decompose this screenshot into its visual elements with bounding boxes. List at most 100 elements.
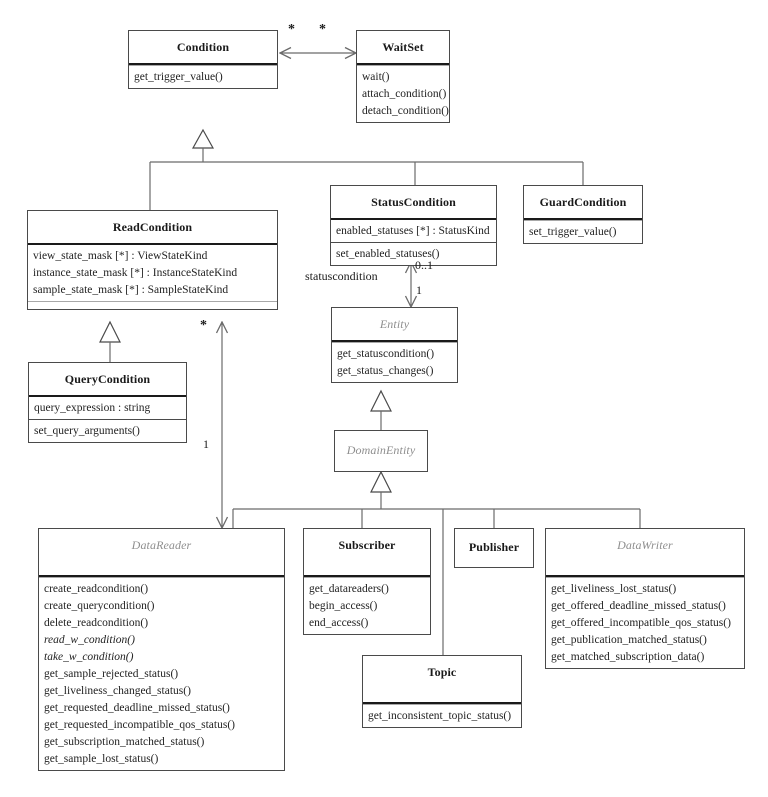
- operations-compartment: set_query_arguments(): [29, 420, 186, 442]
- class-name-subscriber: Subscriber: [338, 538, 396, 552]
- compartment-separator: [546, 577, 744, 578]
- compartment-separator: [28, 301, 277, 302]
- operations-compartment: create_readcondition() create_querycondi…: [39, 578, 284, 770]
- compartment-separator: [524, 220, 642, 221]
- name-compartment-filler: [546, 561, 744, 575]
- attribute-item: instance_state_mask [*] : InstanceStateK…: [33, 266, 238, 279]
- operations-compartment: get_trigger_value(): [129, 66, 277, 88]
- multiplicity-entity-bottom: 1: [416, 283, 422, 297]
- operation-item: get_requested_deadline_missed_status(): [44, 701, 230, 714]
- attributes-compartment: view_state_mask [*] : ViewStateKind inst…: [28, 245, 277, 301]
- operations-compartment: wait() attach_condition() detach_conditi…: [357, 66, 449, 122]
- compartment-separator: [39, 577, 284, 578]
- multiplicity-readcondition-end: *: [200, 318, 207, 333]
- class-box-waitset[interactable]: WaitSet wait() attach_condition() detach…: [356, 30, 450, 123]
- operation-item: get_offered_deadline_missed_status(): [551, 599, 726, 612]
- class-box-datareader[interactable]: DataReader create_readcondition() create…: [38, 528, 285, 771]
- compartment-separator: [29, 395, 186, 397]
- operation-item: get_sample_rejected_status(): [44, 667, 179, 680]
- compartment-separator: [29, 419, 186, 420]
- operation-item: get_requested_incompatible_qos_status(): [44, 718, 235, 731]
- class-name-publisher: Publisher: [468, 540, 520, 554]
- operations-compartment: get_datareaders() begin_access() end_acc…: [304, 578, 430, 634]
- attribute-item: enabled_statuses [*] : StatusKind: [336, 224, 490, 237]
- name-compartment-filler: [304, 561, 430, 575]
- class-box-topic[interactable]: Topic get_inconsistent_topic_status(): [362, 655, 522, 728]
- operation-item: get_trigger_value(): [134, 70, 223, 83]
- operations-compartment: set_trigger_value(): [524, 221, 642, 243]
- operation-item: get_sample_lost_status(): [44, 752, 159, 765]
- class-box-datawriter[interactable]: DataWriter get_liveliness_lost_status() …: [545, 528, 745, 669]
- compartment-separator: [39, 575, 284, 577]
- operation-item: get_liveliness_lost_status(): [551, 582, 677, 595]
- compartment-separator: [331, 218, 496, 220]
- multiplicity-waitset-end: *: [319, 22, 326, 37]
- operations-compartment: set_enabled_statuses(): [331, 243, 496, 265]
- class-box-condition[interactable]: Condition get_trigger_value(): [128, 30, 278, 89]
- operation-item: get_statuscondition(): [337, 347, 435, 360]
- class-box-domainentity[interactable]: DomainEntity: [334, 430, 428, 472]
- operation-item: take_w_condition(): [44, 650, 134, 663]
- compartment-separator: [357, 65, 449, 66]
- name-compartment-filler: [363, 688, 521, 702]
- operation-item: get_datareaders(): [309, 582, 389, 595]
- compartment-separator: [304, 575, 430, 577]
- attributes-compartment: enabled_statuses [*] : StatusKind: [331, 220, 496, 242]
- operation-item: read_w_condition(): [44, 633, 135, 646]
- class-name-waitset: WaitSet: [382, 40, 424, 54]
- class-box-guardcondition[interactable]: GuardCondition set_trigger_value(): [523, 185, 643, 244]
- compartment-separator: [363, 704, 521, 705]
- attribute-item: query_expression : string: [34, 401, 151, 414]
- operation-item: get_publication_matched_status(): [551, 633, 707, 646]
- class-name-datawriter: DataWriter: [617, 538, 673, 552]
- compartment-separator: [129, 65, 277, 66]
- generalization-readcondition-querycondition: [99, 320, 121, 362]
- compartment-separator: [129, 63, 277, 65]
- operation-item: get_offered_incompatible_qos_status(): [551, 616, 731, 629]
- operations-compartment: get_statuscondition() get_status_changes…: [332, 343, 457, 382]
- operation-item: set_query_arguments(): [34, 424, 140, 437]
- operations-compartment: get_liveliness_lost_status() get_offered…: [546, 578, 744, 668]
- class-name-topic: Topic: [427, 665, 457, 679]
- compartment-separator: [332, 340, 457, 342]
- class-name-entity: Entity: [379, 317, 410, 331]
- class-box-entity[interactable]: Entity get_statuscondition() get_status_…: [331, 307, 458, 383]
- compartment-separator: [304, 577, 430, 578]
- compartment-separator: [363, 702, 521, 704]
- compartment-separator: [332, 342, 457, 343]
- compartment-separator: [331, 242, 496, 243]
- class-name-guardcondition: GuardCondition: [539, 195, 627, 209]
- class-box-publisher[interactable]: Publisher: [454, 528, 534, 568]
- class-box-statuscondition[interactable]: StatusCondition enabled_statuses [*] : S…: [330, 185, 497, 266]
- operation-item: wait(): [362, 70, 390, 83]
- operation-item: create_readcondition(): [44, 582, 149, 595]
- multiplicity-condition-end: *: [288, 22, 295, 37]
- operation-item: end_access(): [309, 616, 369, 629]
- attributes-compartment: query_expression : string: [29, 397, 186, 419]
- operation-item: attach_condition(): [362, 87, 447, 100]
- multiplicity-datareader-end: 1: [203, 437, 209, 451]
- class-name-datareader: DataReader: [131, 538, 192, 552]
- compartment-separator: [524, 218, 642, 220]
- class-box-readcondition[interactable]: ReadCondition view_state_mask [*] : View…: [27, 210, 278, 310]
- operation-item: get_matched_subscription_data(): [551, 650, 705, 663]
- operation-item: detach_condition(): [362, 104, 449, 117]
- compartment-separator: [28, 243, 277, 245]
- multiplicity-statuscondition-top: 0..1: [415, 258, 433, 272]
- compartment-separator: [357, 63, 449, 65]
- operations-compartment: get_inconsistent_topic_status(): [363, 705, 521, 727]
- class-name-readcondition: ReadCondition: [112, 220, 193, 234]
- operation-item: get_subscription_matched_status(): [44, 735, 205, 748]
- class-box-querycondition[interactable]: QueryCondition query_expression : string…: [28, 362, 187, 443]
- class-box-subscriber[interactable]: Subscriber get_datareaders() begin_acces…: [303, 528, 431, 635]
- operations-compartment: [28, 302, 277, 309]
- name-compartment-filler: [39, 561, 284, 575]
- operation-item: delete_readcondition(): [44, 616, 149, 629]
- operation-item: set_enabled_statuses(): [336, 247, 440, 260]
- association-role-statuscondition: statuscondition: [305, 269, 378, 283]
- class-name-condition: Condition: [176, 40, 230, 54]
- class-name-statuscondition: StatusCondition: [371, 195, 456, 209]
- operation-item: get_inconsistent_topic_status(): [368, 709, 512, 722]
- class-name-domainentity: DomainEntity: [346, 443, 416, 457]
